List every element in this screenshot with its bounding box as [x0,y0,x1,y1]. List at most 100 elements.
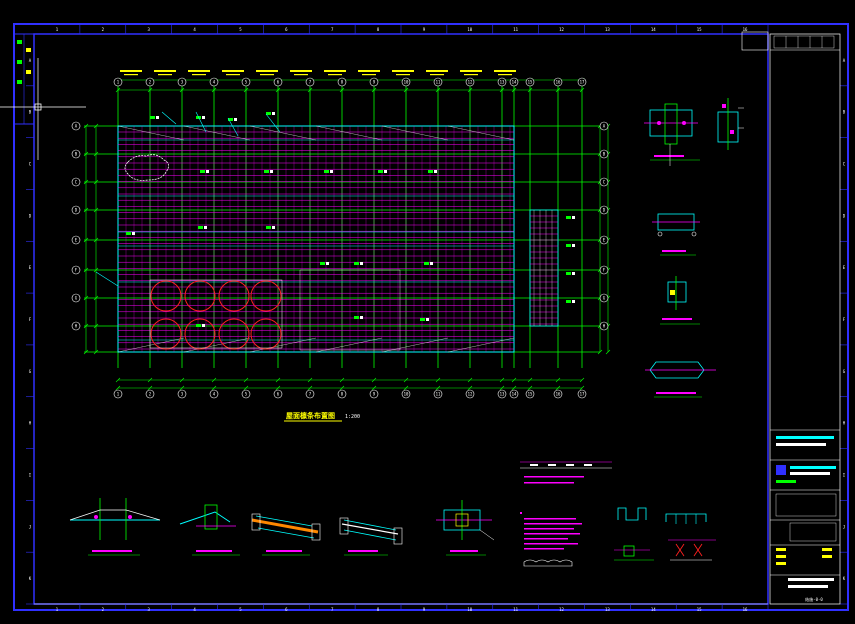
member-tag [378,170,383,173]
detail-purlin-connection-5 [645,361,716,398]
dimension-tick [467,385,473,391]
member-tag [572,300,575,303]
member-tag [326,262,329,265]
axis-bubble-row [71,149,81,159]
axis-bubble-label: A [603,124,606,129]
axis-bubble-column [145,77,155,87]
dimension-tick [147,377,153,383]
border-column-label: 16 [743,27,748,32]
axis-bubble-label: 4 [213,392,216,397]
member-tag [428,170,433,173]
axis-bubble-label: 14 [512,80,517,85]
right-details [644,98,744,398]
axis-bubble-column [401,77,411,87]
dimension-tick [339,385,345,391]
border-row-label: G [29,369,32,374]
axis-bubble-label: 7 [309,80,312,85]
axis-bubble-row [599,149,609,159]
dimension-label-mark [362,74,376,76]
axis-bubble-column [577,389,587,399]
roof-openings [149,279,283,350]
axis-bubble-label: 10 [404,392,409,397]
dimension-tick [115,377,121,383]
member-tag [424,262,429,265]
axis-bubble-column [177,77,187,87]
member-tag [420,318,425,321]
dimension-label-mark [464,74,478,76]
border-column-label: 1 [56,27,59,32]
axis-bubble-row [599,235,609,245]
dimension-label-mark [120,70,142,72]
border-column-label: 14 [651,27,656,32]
axis-bubble-column [553,77,563,87]
dimension-tick [527,377,533,383]
axis-bubble-label: 16 [556,392,561,397]
dimension-label-mark [226,74,240,76]
axis-bubble-label: 6 [277,392,280,397]
dimension-label-mark [260,74,274,76]
detail-bottom-7 [665,513,716,561]
axis-bubble-row [599,177,609,187]
member-tag [566,300,571,303]
axis-bubble-row [71,177,81,187]
leader-line [265,113,281,133]
axis-bubble-label: 10 [404,80,409,85]
border-column-label: 14 [651,607,656,612]
axis-bubble-column [525,389,535,399]
axis-bubble-column [113,77,123,87]
member-tag [572,216,575,219]
border-column-label: 4 [193,607,196,612]
bracing-line [249,337,317,353]
axis-bubble-label: 15 [528,80,533,85]
border-column-label: 6 [285,27,288,32]
member-tag [206,170,209,173]
member-tag [196,324,201,327]
axis-bubble-column [209,77,219,87]
axis-bubble-label: 17 [580,80,585,85]
bracing-line [315,125,383,141]
top-dimension-labels [120,70,516,76]
axis-bubble-label: 5 [245,80,248,85]
dimension-tick [605,349,611,355]
member-tag [566,216,571,219]
member-tag [132,232,135,235]
dimension-tick [511,385,517,391]
detail-bottom-3 [251,513,321,556]
dimension-tick [179,385,185,391]
member-tag [384,170,387,173]
detail-bottom-6 [614,507,654,561]
plan-title-group: 屋面檩条布置图 1:200 [284,411,360,422]
member-tag [234,118,237,121]
bracing-line [381,125,449,141]
axis-bubble-label: A [75,124,78,129]
purlin-plan[interactable]: 1122334455667788991010111112121313141415… [71,70,611,399]
axis-bubble-row [71,321,81,331]
axis-bubble-label: E [603,238,606,243]
axis-bubble-label: 11 [436,80,441,85]
axis-bubble-label: 5 [245,392,248,397]
detail-purlin-connection-1 [644,103,700,166]
member-tag [126,232,131,235]
dimension-tick [243,377,249,383]
border-row-label: H [29,421,32,426]
axis-bubble-row [599,321,609,331]
leader-line [195,111,207,133]
axis-bubble-label: 1 [117,392,120,397]
dimension-tick [467,377,473,383]
sheet-outer-frame [13,23,849,611]
axis-bubble-row [71,293,81,303]
member-tag [434,170,437,173]
axis-bubble-column [465,77,475,87]
dimension-label-mark [192,74,206,76]
dimension-tick [555,377,561,383]
axis-bubble-column [497,77,507,87]
dimension-tick [435,385,441,391]
roof-opening-circle [184,280,216,312]
revision-cloud [124,154,169,181]
member-tag [264,170,269,173]
border-row-label: J [843,524,845,529]
dimension-label-mark [124,74,138,76]
dimension-tick [179,377,185,383]
border-row-label: A [29,58,32,63]
